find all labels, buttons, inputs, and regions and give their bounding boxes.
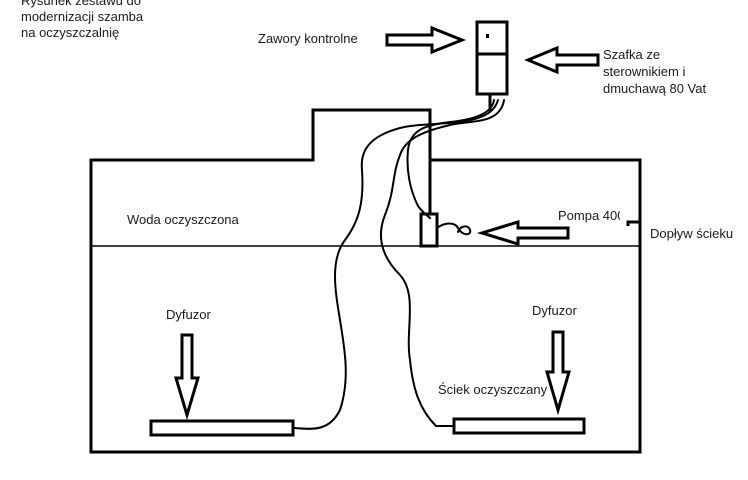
left-diffuser-arrow [173, 333, 201, 421]
cabinet-label: Szafka ze sterownikiem i dmuchawą 80 Vat [603, 46, 743, 97]
cabinet-label-line-3: dmuchawą 80 Vat [603, 81, 707, 96]
left-diffuser-label: Dyfuzor [166, 307, 211, 322]
hose-right-diffuser [380, 99, 505, 427]
hose-left-diffuser [294, 99, 499, 430]
cabinet-label-line-1: Szafka ze [603, 47, 661, 62]
treated-sewage-label: Ściek oczyszczany [438, 382, 548, 397]
pump [419, 212, 472, 248]
cabinet-label-line-2: sterownikiem i [603, 64, 686, 79]
cabinet-arrow [524, 45, 600, 75]
pump-label: Pompa 400Vat [558, 208, 620, 223]
control-cabinet [475, 20, 509, 96]
title-line-2: modernizacji szamba [21, 9, 144, 24]
right-diffuser-label: Dyfuzor [532, 303, 577, 318]
right-diffuser-arrow [545, 330, 571, 416]
title-line-3: na oczyszczalnię [21, 25, 120, 40]
inflow-label: Dopływ ścieku [650, 226, 734, 241]
pump-arrow [476, 219, 570, 247]
diagram-title: Rysunek zestawu do modernizacji szamba n… [21, 0, 161, 41]
title-line-1: Rysunek zestawu do [21, 0, 141, 8]
valves-label: Zawory kontrolne [258, 31, 358, 46]
valves-arrow [385, 25, 467, 55]
tank-outline [89, 108, 642, 454]
right-diffuser [452, 417, 586, 435]
clean-water-label: Woda oczyszczona [127, 212, 239, 227]
left-diffuser [149, 419, 295, 437]
hose-pump [406, 99, 495, 219]
